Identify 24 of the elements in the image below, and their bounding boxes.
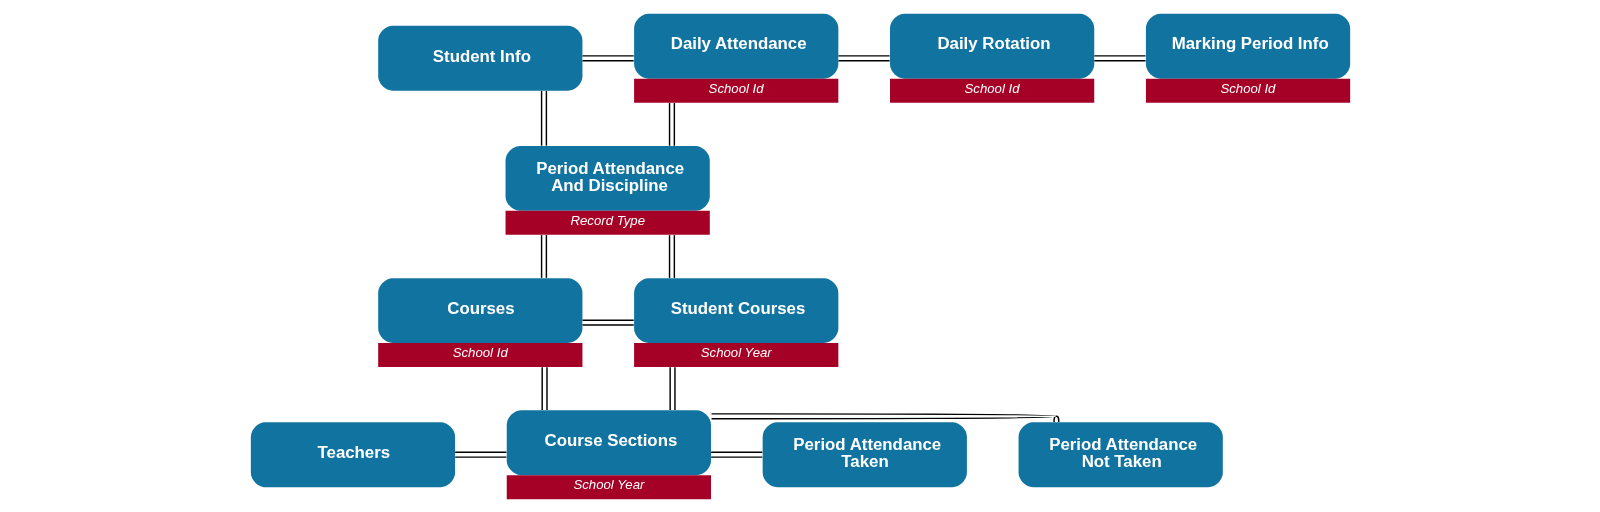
connector bbox=[540, 233, 547, 279]
node-box: Period Attendance Taken bbox=[762, 421, 967, 487]
node-label: School Id bbox=[1219, 80, 1275, 96]
connector bbox=[453, 451, 507, 458]
connector bbox=[668, 233, 675, 279]
node-box: Period Attendance Not Taken bbox=[1018, 421, 1223, 487]
node-label: Record Type bbox=[569, 212, 645, 228]
node-label: School Id bbox=[452, 344, 508, 360]
node-box: Teachers bbox=[250, 421, 455, 487]
connector bbox=[668, 101, 675, 146]
node-label: School Id bbox=[708, 80, 764, 96]
connector bbox=[668, 366, 676, 411]
connector bbox=[540, 366, 548, 411]
connector bbox=[1093, 54, 1146, 61]
node-label: School Year bbox=[572, 476, 644, 492]
connector bbox=[710, 412, 1060, 423]
node-label: School Year bbox=[700, 344, 772, 360]
connector bbox=[540, 89, 547, 146]
connector bbox=[837, 54, 890, 61]
node-box: Student Info bbox=[377, 25, 582, 91]
connector bbox=[581, 318, 634, 326]
node-label: School Id bbox=[964, 80, 1020, 96]
connector bbox=[709, 451, 763, 458]
connector bbox=[581, 54, 634, 61]
